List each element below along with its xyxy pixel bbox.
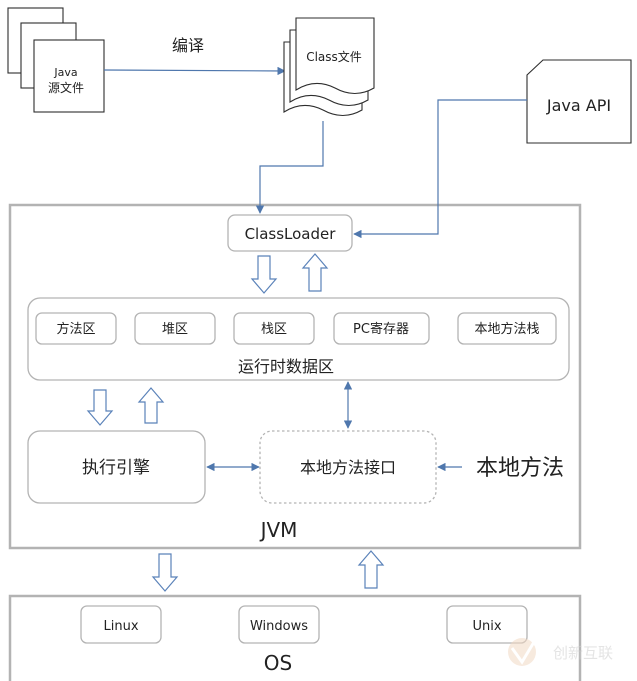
native-stack-box <box>457 312 557 345</box>
stack-label: 栈区 <box>261 322 287 337</box>
native-method-label: 本地方法 <box>476 456 564 481</box>
pc-register-label: PC寄存器 <box>353 321 409 337</box>
java-api-label: Java API <box>546 96 611 115</box>
heap-label: 堆区 <box>162 322 188 337</box>
compile-label: 编译 <box>172 36 204 55</box>
jvm-label: JVM <box>259 518 298 542</box>
linux-box <box>80 605 162 644</box>
method-area-label: 方法区 <box>56 321 95 337</box>
watermark-logo: 创新互联 <box>508 638 613 666</box>
java-source-files-icon <box>7 7 105 113</box>
up-arrow-icon <box>137 387 165 424</box>
classloader-box <box>227 214 353 252</box>
windows-box <box>238 605 320 644</box>
stack-box <box>233 312 315 345</box>
runtime-data-area-label: 运行时数据区 <box>238 357 334 376</box>
classloader-label: ClassLoader <box>245 225 337 243</box>
execution-engine-label: 执行引擎 <box>82 458 150 478</box>
java-api-doc <box>526 59 632 144</box>
heap-box <box>134 312 216 345</box>
os-label: OS <box>264 651 292 675</box>
down-arrow-icon <box>86 389 114 426</box>
windows-label: Windows <box>250 619 308 634</box>
java-source-label-line1: Java <box>53 66 77 79</box>
pc-register-box <box>333 312 430 345</box>
method-area-box <box>35 312 117 345</box>
linux-label: Linux <box>103 619 138 634</box>
unix-label: Unix <box>472 619 501 634</box>
up-arrow-icon <box>357 550 385 589</box>
down-arrow-icon <box>250 255 278 294</box>
native-interface-label: 本地方法接口 <box>300 458 396 477</box>
unix-box <box>446 605 528 644</box>
execution-engine-box <box>27 430 206 504</box>
class-files-icon <box>283 17 375 117</box>
java-source-label-line2: 源文件 <box>48 80 84 95</box>
class-to-classloader-connector <box>255 121 324 214</box>
javaapi-to-classloader-connector <box>353 99 527 239</box>
watermark-text: 创新互联 <box>553 644 613 662</box>
class-file-label: Class文件 <box>306 49 362 64</box>
up-arrow-icon <box>301 253 329 292</box>
down-arrow-icon <box>151 553 179 592</box>
compile-arrow <box>103 66 286 76</box>
native-interface-box <box>259 430 437 504</box>
native-stack-label: 本地方法栈 <box>474 321 539 337</box>
